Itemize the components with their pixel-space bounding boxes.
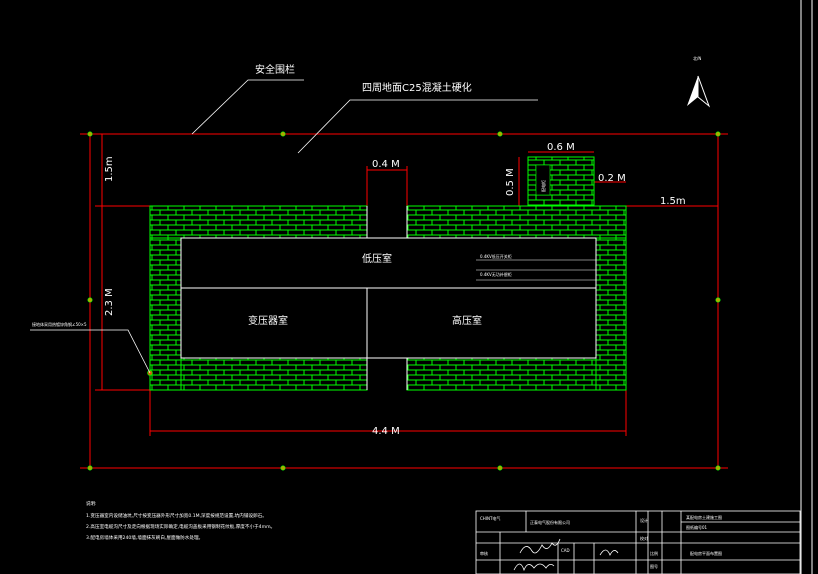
grounding-leader bbox=[30, 329, 151, 374]
signature-2 bbox=[599, 549, 619, 556]
fence-annotation: 安全围栏 bbox=[255, 63, 295, 76]
dim-label-2-3: 2.3 M bbox=[104, 288, 115, 316]
ground-annotation: 四周地面C25混凝土硬化 bbox=[362, 81, 472, 94]
title-cell-scale: 比例 bbox=[650, 550, 658, 556]
notes-title: 说明: bbox=[86, 500, 97, 507]
title-cad: CAD bbox=[561, 548, 570, 553]
room-label-high: 高压室 bbox=[452, 314, 482, 327]
signature-1 bbox=[519, 538, 561, 554]
fence-leader bbox=[191, 79, 304, 135]
dim-label-0-5: 0.5 M bbox=[505, 168, 516, 196]
title-block bbox=[475, 510, 801, 574]
low-note-1: 0.4KV低压开关柜 bbox=[480, 253, 512, 259]
notes-line-2: 2.高压室电缆沟尺寸及走向根据现场实际确定,电缆沟盖板采用钢制花纹板,厚度不小于… bbox=[86, 523, 275, 530]
dim-label-0-6: 0.6 M bbox=[547, 142, 575, 153]
title-cell-design: 设计 bbox=[640, 517, 648, 523]
title-project: 某配电房土建施工图 bbox=[686, 514, 722, 520]
cabinet-label: 配电柜 bbox=[540, 180, 546, 192]
title-company: 正泰电气股份有限公司 bbox=[530, 519, 570, 525]
title-cell-approve: 审核 bbox=[480, 550, 488, 556]
inner-room-outline bbox=[180, 237, 597, 359]
title-drawing: 配电房平面布置图 bbox=[690, 550, 722, 556]
dim-label-0-4: 0.4 M bbox=[372, 159, 400, 170]
building-walls bbox=[149, 205, 627, 391]
fence-markers bbox=[87, 131, 721, 471]
room-label-low: 低压室 bbox=[362, 252, 392, 265]
room-label-transformer: 变压器室 bbox=[248, 314, 288, 327]
low-note-2: 0.4KV无功补偿柜 bbox=[480, 271, 512, 277]
notes-line-3: 3.配电房墙体采用240墙,墙面抹灰刷白,屋面做防水处理。 bbox=[86, 534, 203, 541]
dim-label-4-4: 4.4 M bbox=[372, 426, 400, 437]
north-label: 北/N bbox=[693, 55, 701, 61]
signature-3 bbox=[513, 563, 555, 572]
title-logo: CHINT电气 bbox=[480, 515, 500, 521]
cabinet-label-box bbox=[535, 164, 551, 196]
title-sheet: 图纸编号01 bbox=[686, 524, 708, 530]
title-cell-no: 图号 bbox=[650, 563, 658, 569]
dim-label-1-5-right: 1.5m bbox=[660, 196, 686, 207]
north-arrow-icon bbox=[687, 75, 711, 108]
dim-label-0-2: 0.2 M bbox=[598, 173, 626, 184]
ground-leader bbox=[297, 99, 538, 154]
title-cell-check: 校对 bbox=[640, 535, 648, 541]
dim-label-1-5-left: 1.5m bbox=[104, 156, 115, 182]
left-note: 接地体采用热镀锌角钢∠50×5 bbox=[32, 321, 87, 327]
notes-line-1: 1.变压器室内设储油坑,尺寸按变压器外形尺寸加宽0.1M,深度按规范设置,坑内铺… bbox=[86, 512, 267, 519]
